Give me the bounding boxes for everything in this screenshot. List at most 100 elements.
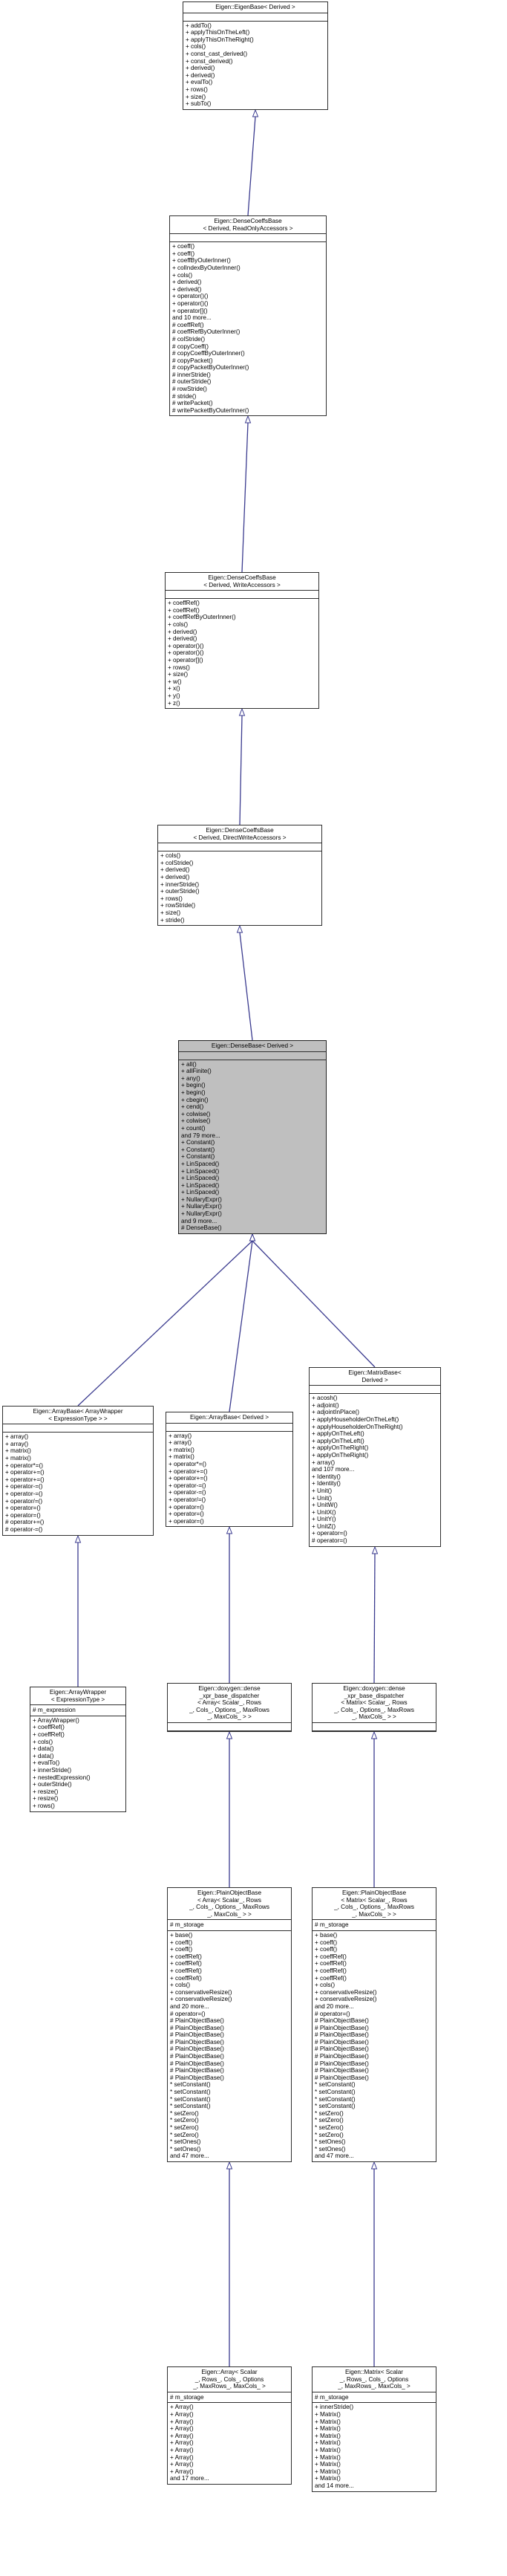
class-operation: # PlainObjectBase() <box>170 2045 224 2053</box>
class-operation: and 20 more... <box>315 2002 354 2010</box>
class-node-array-final[interactable]: Eigen::Array< Scalar _, Rows_, Cols_, Op… <box>167 2366 292 2485</box>
class-attributes <box>183 13 327 22</box>
class-node-doxygen-dense-array[interactable]: Eigen::doxygen::dense _xpr_base_dispatch… <box>167 1683 292 1732</box>
class-node-matrixbase-derived[interactable]: Eigen::MatrixBase< Derived >+ acosh()+ a… <box>309 1367 441 1547</box>
inheritance-arrowhead <box>249 1233 256 1242</box>
class-operation: + applyOnTheRight() <box>312 1444 369 1452</box>
class-operation: # operator=() <box>315 2010 350 2017</box>
class-attributes <box>158 843 321 852</box>
class-operation: + UnitY() <box>312 1516 336 1523</box>
class-operation: + operator*=() <box>169 1460 206 1467</box>
class-operation: + Matrix() <box>315 2439 341 2447</box>
class-operation: * setZero() <box>315 2117 344 2124</box>
class-title: Eigen::PlainObjectBase < Matrix< Scalar_… <box>313 1888 436 1921</box>
class-operations: + cols()+ colStride()+ derived()+ derive… <box>158 851 321 925</box>
class-operation: # PlainObjectBase() <box>315 2053 369 2060</box>
class-operation: + Unit() <box>312 1487 333 1494</box>
class-operation: + applyHouseholderOnTheLeft() <box>312 1415 399 1423</box>
class-operation: + array() <box>312 1459 336 1466</box>
class-attributes <box>166 591 318 600</box>
class-operation: + adjointInPlace() <box>312 1409 359 1416</box>
class-operation: and 20 more... <box>170 2002 209 2010</box>
class-operation: + base() <box>170 1931 193 1939</box>
class-operation: # PlainObjectBase() <box>170 2024 224 2031</box>
class-operation: + operator()() <box>172 299 209 307</box>
class-operation: # stride() <box>172 392 197 400</box>
class-operation: + array() <box>5 1433 29 1441</box>
class-operation: + derived() <box>186 71 215 79</box>
class-operation: + coeffRef() <box>170 1974 202 1982</box>
class-operation: + Matrix() <box>315 2432 341 2439</box>
class-node-matrix-final[interactable]: Eigen::Matrix< Scalar _, Rows_, Cols_, O… <box>312 2366 436 2492</box>
class-operation: + rows() <box>160 895 183 902</box>
class-node-densebase[interactable]: Eigen::DenseBase< Derived >+ all()+ allF… <box>178 1040 327 1234</box>
class-operations: + addTo()+ applyThisOnTheLeft()+ applyTh… <box>183 22 327 109</box>
class-attributes <box>179 1052 326 1060</box>
class-operation: + Array() <box>170 2453 194 2461</box>
inheritance-arrowhead <box>244 415 252 424</box>
class-operation: + subTo() <box>186 100 212 108</box>
class-operation: + operator()() <box>168 649 204 657</box>
class-title: Eigen::ArrayBase< Derived > <box>166 1412 292 1424</box>
class-attributes <box>166 1424 292 1432</box>
class-operation: * setOnes() <box>315 2138 346 2146</box>
class-operation: + coeff() <box>315 1946 338 1953</box>
class-node-arraywrapper[interactable]: Eigen::ArrayWrapper < ExpressionType ># … <box>30 1687 126 1812</box>
class-node-densecoeffs-readonly[interactable]: Eigen::DenseCoeffsBase < Derived, ReadOn… <box>169 215 327 417</box>
class-operation: + data() <box>33 1752 54 1759</box>
class-operation: # operator-=() <box>5 1525 43 1533</box>
class-operation: + size() <box>160 909 181 916</box>
class-node-doxygen-dense-matrix[interactable]: Eigen::doxygen::dense _xpr_base_dispatch… <box>312 1683 436 1732</box>
class-node-eigenbase[interactable]: Eigen::EigenBase< Derived >+ addTo()+ ap… <box>183 1 328 110</box>
class-node-arraybase-derived[interactable]: Eigen::ArrayBase< Derived >+ array()+ ar… <box>166 1412 293 1528</box>
class-title: Eigen::Array< Scalar _, Rows_, Cols_, Op… <box>168 2367 291 2392</box>
class-node-arraybase-arraywrapper[interactable]: Eigen::ArrayBase< ArrayWrapper < Express… <box>2 1406 154 1536</box>
class-operation: * setConstant() <box>315 2095 356 2103</box>
class-operation: + coeff() <box>172 243 195 250</box>
class-operation: + Matrix() <box>315 2453 341 2461</box>
class-attributes: # m_expression <box>30 1705 125 1716</box>
class-node-plainobjectbase-array[interactable]: Eigen::PlainObjectBase < Array< Scalar_,… <box>167 1887 292 2162</box>
class-operation: + operator=() <box>5 1505 41 1512</box>
class-operations: + base()+ coeff()+ coeff()+ coeffRef()+ … <box>168 1931 291 2161</box>
class-attribute: # m_storage <box>315 1921 349 1929</box>
class-operation: + operator=() <box>169 1517 204 1525</box>
class-attributes <box>168 1723 291 1731</box>
inheritance-arrowhead <box>249 1233 256 1242</box>
class-operation: + const_derived() <box>186 57 233 65</box>
inheritance-arrowhead <box>74 1534 82 1543</box>
class-operation: + operator+=() <box>5 1469 45 1476</box>
class-operation: + operator+=() <box>169 1467 208 1475</box>
class-operation: + ArrayWrapper() <box>33 1716 79 1724</box>
class-operation: + derived() <box>168 628 197 635</box>
class-operation: * setConstant() <box>170 2089 211 2096</box>
inheritance-line <box>252 1240 376 1368</box>
class-operation: and 79 more... <box>181 1132 220 1139</box>
class-operation: + coeffRef() <box>315 1960 347 1967</box>
class-operation: + innerStride() <box>33 1766 72 1774</box>
class-operation: + operator-=() <box>5 1483 43 1490</box>
class-node-plainobjectbase-matrix[interactable]: Eigen::PlainObjectBase < Matrix< Scalar_… <box>312 1887 436 2162</box>
class-operation: * setZero() <box>170 2109 199 2117</box>
class-operation: + Array() <box>170 2439 194 2447</box>
class-operation: * setConstant() <box>315 2103 356 2110</box>
class-operations: + ArrayWrapper()+ coeffRef()+ coeffRef()… <box>30 1716 125 1811</box>
class-operation: # PlainObjectBase() <box>315 2024 369 2031</box>
class-operation: + UnitW() <box>312 1502 338 1509</box>
class-operation: + addTo() <box>186 22 212 29</box>
class-operation: + LinSpaced() <box>181 1167 220 1175</box>
inheritance-arrowhead <box>236 924 243 933</box>
class-operation: # PlainObjectBase() <box>315 2067 369 2074</box>
class-attributes: # m_storage <box>313 2392 436 2404</box>
class-operation: # operator=() <box>170 2010 206 2017</box>
class-operation: + NullaryExpr() <box>181 1195 222 1203</box>
class-node-densecoeffs-directwrite[interactable]: Eigen::DenseCoeffsBase < Derived, Direct… <box>157 825 322 927</box>
class-title: Eigen::DenseCoeffsBase < Derived, WriteA… <box>166 573 318 591</box>
class-operation: + rowStride() <box>160 902 196 909</box>
class-node-densecoeffs-write[interactable]: Eigen::DenseCoeffsBase < Derived, WriteA… <box>165 572 319 710</box>
class-operation: + y() <box>168 692 180 699</box>
class-operation: + cols() <box>160 852 181 860</box>
class-operation: + derived() <box>172 285 202 293</box>
class-operation: + coeffRef() <box>33 1730 65 1738</box>
